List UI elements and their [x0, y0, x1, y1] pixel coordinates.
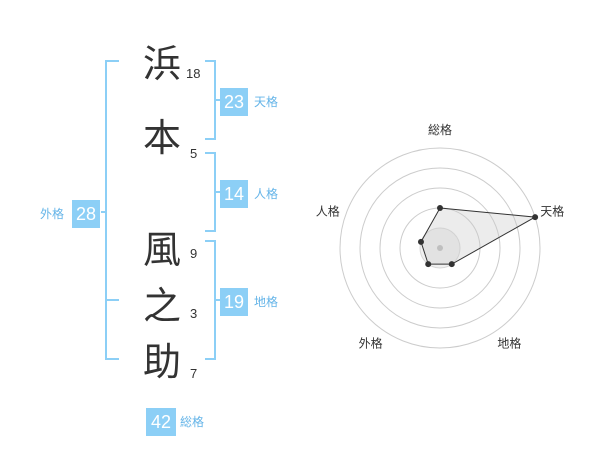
- stroke-count-2: 5: [190, 146, 198, 161]
- name-char-1: 浜: [142, 42, 181, 86]
- chikaku-bracket: [205, 240, 216, 360]
- radar-ring-3: [379, 187, 501, 309]
- chikaku-label: 地格: [254, 295, 279, 309]
- radar-axis-label-2: 地格: [497, 335, 521, 350]
- gaikaku-label: 外格: [40, 207, 65, 221]
- jinkaku-value: 14: [220, 180, 248, 208]
- stroke-count-3: 9: [190, 246, 198, 261]
- jinkaku-bracket: [205, 152, 216, 232]
- tenkaku-label: 天格: [254, 95, 279, 109]
- jinkaku-tick: [216, 191, 220, 193]
- radar-axis-label-0: 総格: [428, 122, 452, 137]
- soukaku-label: 総格: [180, 415, 205, 429]
- radar-point-3: [425, 261, 432, 268]
- gaikaku-value: 28: [72, 200, 100, 228]
- radar-point-4: [417, 238, 424, 245]
- radar-axis-label-4: 人格: [316, 204, 340, 219]
- radar-series-polygon: [420, 207, 537, 265]
- stroke-count-1: 18: [186, 66, 201, 81]
- chikaku-value: 19: [220, 288, 248, 316]
- radar-ring-4: [359, 167, 521, 329]
- tenkaku-tick: [216, 99, 220, 101]
- tenkaku-bracket: [205, 60, 216, 140]
- jinkaku-label: 人格: [254, 187, 279, 201]
- radar-point-1: [532, 214, 539, 221]
- radar-point-2: [448, 261, 455, 268]
- gaikaku-tick: [101, 211, 105, 213]
- name-char-2: 本: [142, 116, 181, 160]
- stroke-count-4: 3: [190, 306, 198, 321]
- gaikaku-bracket: [105, 60, 119, 360]
- gaikaku-split-tick: [105, 299, 119, 301]
- radar-point-0: [437, 205, 443, 211]
- name-char-3: 風: [142, 228, 181, 272]
- radar-axis-label-3: 外格: [359, 335, 383, 350]
- radar-axis-label-1: 天格: [540, 204, 564, 219]
- name-char-4: 之: [142, 284, 181, 328]
- name-char-5: 助: [142, 340, 181, 384]
- radar-ring-5: [339, 147, 541, 349]
- radar-center: [437, 245, 443, 251]
- chikaku-tick: [216, 299, 220, 301]
- stroke-count-5: 7: [190, 366, 198, 381]
- soukaku-value: 42: [146, 408, 176, 436]
- tenkaku-value: 23: [220, 88, 248, 116]
